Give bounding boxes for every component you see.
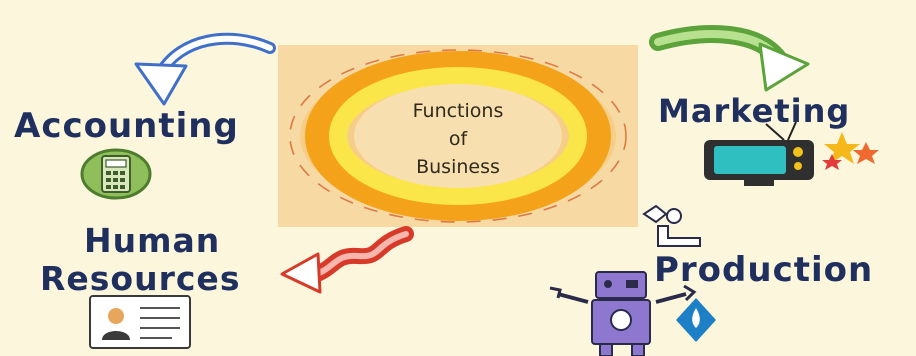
calculator-icon xyxy=(80,148,152,200)
human-resources-label-line2: Resources xyxy=(40,259,241,298)
machine-part-icon xyxy=(642,204,701,247)
green-curved-arrow-icon xyxy=(649,25,810,92)
robot-icon xyxy=(549,271,716,356)
human-resources-label: Human Resources xyxy=(40,222,240,298)
blue-curved-arrow-icon xyxy=(134,32,276,106)
human-resources-label-line1: Human xyxy=(84,221,221,260)
center-title-line: Functions xyxy=(412,100,504,122)
center-title: Functions of Business xyxy=(278,97,638,181)
center-title-line: Business xyxy=(416,156,500,178)
accounting-label: Accounting xyxy=(14,106,239,146)
red-zigzag-arrow-icon xyxy=(280,226,414,294)
marketing-label: Marketing xyxy=(658,92,851,130)
central-concept-box: Functions of Business xyxy=(278,45,638,227)
television-icon xyxy=(704,121,879,186)
production-label: Production xyxy=(654,250,874,290)
center-title-line: of xyxy=(448,128,468,150)
id-card-icon xyxy=(89,295,191,349)
sun-ring-graphic xyxy=(289,49,627,223)
